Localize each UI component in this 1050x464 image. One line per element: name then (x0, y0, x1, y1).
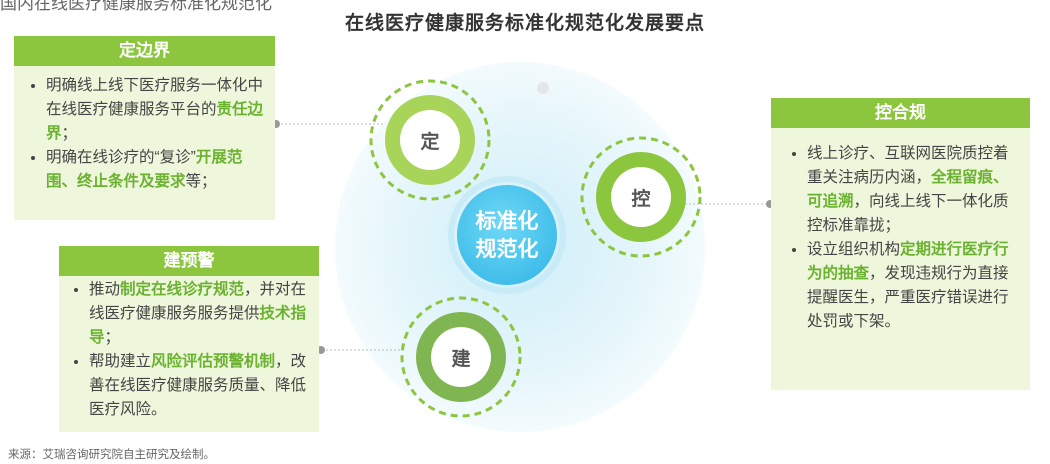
center-label-line1: 标准化 (476, 209, 539, 233)
highlight-text: 开展范围、终止条件及要求 (46, 149, 243, 190)
highlight-text: 制定在线诊疗规范 (120, 281, 245, 298)
center-circle (457, 185, 557, 285)
panel-kong-title: 控合规 (771, 98, 1030, 128)
node-ding-label: 定 (420, 130, 439, 153)
panel-kong-body: 线上诊疗、互联网医院质控着重关注病历内涵，全程留痕、可追溯，向线上线下一体化质控… (771, 128, 1030, 390)
highlight-text: 风险评估预警机制 (151, 353, 276, 370)
node-jian-label: 建 (451, 347, 470, 370)
center-ring (448, 176, 566, 294)
text: 等； (185, 173, 217, 190)
highlight-text: 技术指导 (89, 305, 307, 346)
highlight-text: 责任边界 (46, 101, 264, 142)
text: 设立组织机构 (807, 241, 901, 258)
panel-kong: 控合规 线上诊疗、互联网医院质控着重关注病历内涵，全程留痕、可追溯，向线上线下一… (771, 98, 1030, 390)
node-jian: 建 (400, 296, 522, 418)
panel-ding-title: 定边界 (14, 36, 275, 66)
panel-kong-item-1: 线上诊疗、互联网医院质控着重关注病历内涵，全程留痕、可追溯，向线上线下一体化质控… (807, 142, 1012, 238)
panel-jian-item-2: 帮助建立风险评估预警机制，改善在线医疗健康服务质量、降低医疗风险。 (89, 350, 309, 422)
panel-jian-body: 推动制定在线诊疗规范，并对在线医疗健康服务服务提供技术指导； 帮助建立风险评估预… (59, 276, 319, 432)
node-kong-label: 控 (631, 187, 650, 210)
text: 明确线上线下医疗服务一体化中在线医疗健康服务平台的 (46, 77, 264, 118)
text: ； (104, 329, 121, 346)
panel-jian-title: 建预警 (59, 246, 319, 276)
panel-jian: 建预警 推动制定在线诊疗规范，并对在线医疗健康服务服务提供技术指导； 帮助建立风… (59, 246, 319, 432)
page-title: 在线医疗健康服务标准化规范化发展要点 (344, 13, 705, 34)
text: 推动 (89, 281, 121, 298)
text: ，向线上线下一体化质控标准靠拢； (807, 193, 1009, 234)
connector-dot-jian (317, 346, 325, 354)
text: 线上诊疗、互联网医院质控着重关注病历内涵， (807, 145, 1009, 186)
node-ding: 定 (369, 79, 491, 201)
clipped-heading: 国内在线医疗健康服务标准化规范化 (0, 0, 272, 11)
panel-kong-item-2: 设立组织机构定期进行医疗行为的抽查，发现违规行为直接提醒医生，严重医疗错误进行处… (807, 238, 1012, 334)
panel-jian-item-1: 推动制定在线诊疗规范，并对在线医疗健康服务服务提供技术指导； (89, 278, 309, 350)
center-label-line2: 规范化 (476, 237, 539, 261)
panel-ding-item-2: 明确在线诊疗的“复诊”开展范围、终止条件及要求等； (46, 146, 265, 194)
text: 明确在线诊疗的“复诊” (46, 149, 196, 166)
decor-dot (537, 82, 549, 94)
highlight-text: 全程留痕、可追溯 (807, 169, 1009, 210)
text: ，改善在线医疗健康服务质量、降低医疗风险。 (89, 353, 307, 418)
text: ，并对在线医疗健康服务服务提供 (89, 281, 307, 322)
panel-ding: 定边界 明确线上线下医疗服务一体化中在线医疗健康服务平台的责任边界； 明确在线诊… (14, 36, 275, 220)
text: ，发现违规行为直接提醒医生，严重医疗错误进行处罚或下架。 (807, 265, 1009, 330)
text: ； (61, 125, 78, 142)
node-kong: 控 (580, 136, 702, 258)
highlight-text: 定期进行医疗行为的抽查 (807, 241, 1009, 282)
panel-ding-item-1: 明确线上线下医疗服务一体化中在线医疗健康服务平台的责任边界； (46, 74, 265, 146)
panel-ding-body: 明确线上线下医疗服务一体化中在线医疗健康服务平台的责任边界； 明确在线诊疗的“复… (14, 66, 275, 220)
source-note: 来源：艾瑞咨询研究院自主研究及绘制。 (8, 449, 215, 461)
text: 帮助建立 (89, 353, 152, 370)
